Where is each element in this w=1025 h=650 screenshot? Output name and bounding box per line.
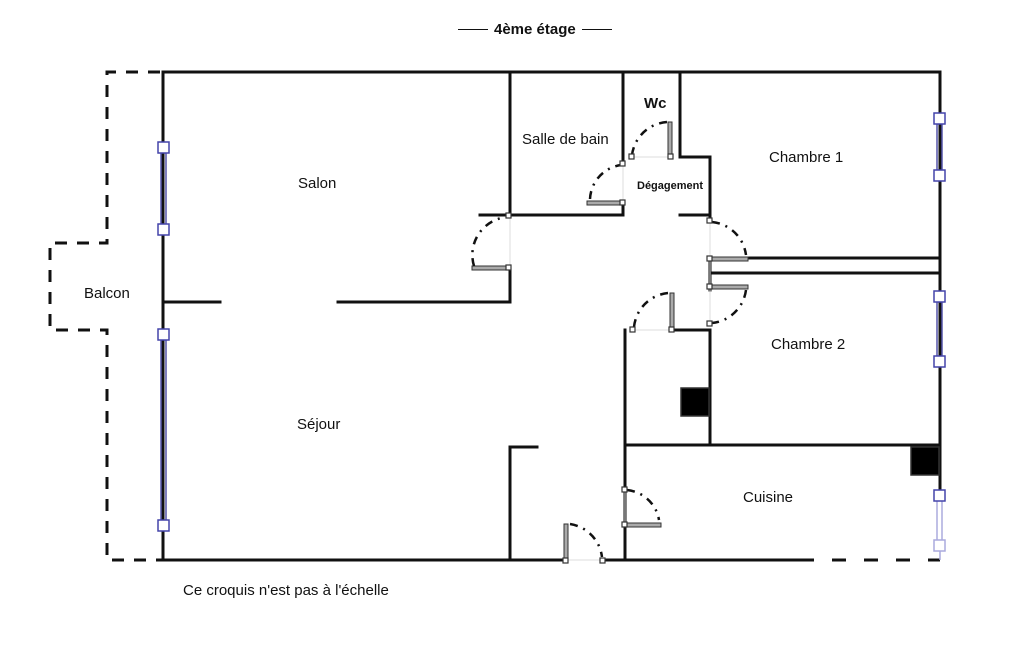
floor-title: 4ème étage <box>458 21 612 38</box>
room-label-chambre-2: Chambre 2 <box>771 336 846 353</box>
door-wc <box>628 120 674 160</box>
door-salle-de-bain <box>586 160 626 206</box>
room-label-salle-de-bain: Salle de bain <box>522 131 609 148</box>
duct-closet <box>680 387 710 417</box>
room-label-wc: Wc <box>644 95 667 112</box>
title-rule-right <box>581 29 612 30</box>
scale-disclaimer: Ce croquis n'est pas à l'échelle <box>183 582 389 599</box>
room-label-salon: Salon <box>298 175 337 192</box>
room-label-degagement: Dégagement <box>637 180 704 192</box>
door-thresholds <box>509 156 711 561</box>
door-chambre-1 <box>706 217 749 262</box>
door-chambre-2 <box>706 283 749 327</box>
window-chambre-1 <box>933 112 946 182</box>
window-cuisine <box>933 489 946 560</box>
window-sejour <box>157 328 170 532</box>
window-salon <box>157 141 170 236</box>
room-label-chambre-1: Chambre 1 <box>769 149 844 166</box>
room-label-sejour: Séjour <box>297 416 341 433</box>
door-entrance <box>562 522 606 564</box>
balcony-outline <box>48 70 163 562</box>
duct-cuisine <box>910 446 940 476</box>
floor-title-text: 4ème étage <box>494 21 576 38</box>
room-label-balcon: Balcon <box>84 285 130 302</box>
room-label-cuisine: Cuisine <box>743 489 794 506</box>
title-rule-left <box>458 29 488 30</box>
door-closet <box>629 291 675 333</box>
door-salon <box>471 212 512 271</box>
door-cuisine <box>621 486 662 528</box>
window-chambre-2 <box>933 290 946 368</box>
interior-walls <box>161 70 942 562</box>
